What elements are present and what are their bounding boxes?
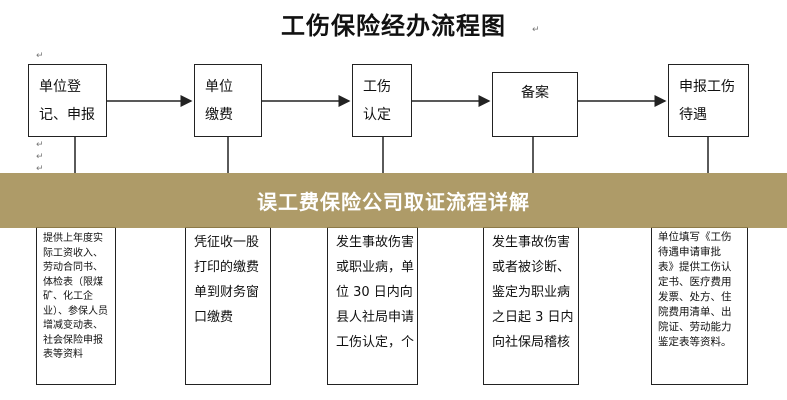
detail-box-filing: 发生事故伤害 或者被诊断、 鉴定为职业病 之日起 3 日内 向社保局稽核 — [483, 227, 579, 385]
detail-line: 单到财务窗 — [194, 285, 260, 300]
detail-box-benefit-claim: 单位填写《工伤 待遇申请审批 表》提供工伤认 定书、医疗费用 发票、处方、住 院… — [651, 227, 748, 385]
detail-box-injury-recognition: 发生事故伤害 或职业病，单 位 30 日内向 县人社局申请 工伤认定，个 — [327, 227, 418, 385]
detail-line: 矿、化工企 — [43, 291, 93, 302]
detail-line: 表等资料 — [43, 349, 83, 360]
detail-line: 打印的缴费 — [194, 260, 260, 275]
step-box-payment: 单位 缴费 — [194, 64, 262, 137]
step-label: 备案 — [521, 85, 549, 101]
detail-line: 发票、处方、住 — [658, 291, 732, 303]
step-label: 认定 — [363, 107, 391, 123]
step-label: 工伤 — [363, 79, 391, 95]
detail-line: 工伤认定，个 — [336, 335, 415, 350]
detail-line: 提供上年度实 — [43, 233, 103, 244]
detail-line: 之日起 3 日内 — [492, 310, 574, 325]
detail-line: 发生事故伤害 — [492, 235, 571, 250]
detail-line: 表》提供工伤认 — [658, 261, 732, 273]
step-label: 申报工伤 — [679, 79, 735, 95]
detail-line: 院证、劳动能力 — [658, 321, 732, 333]
step-box-filing: 备案 — [492, 72, 578, 137]
step-label: 单位 — [205, 79, 233, 95]
step-box-benefit-claim: 申报工伤 待遇 — [668, 64, 749, 137]
paragraph-mark-icon: ↵ — [36, 140, 44, 150]
step-box-injury-recognition: 工伤 认定 — [352, 64, 412, 137]
paragraph-mark-icon: ↵ — [36, 51, 44, 61]
detail-line: 位 30 日内向 — [336, 285, 413, 300]
detail-line: 向社保局稽核 — [492, 335, 571, 350]
detail-line: 鉴定表等资料。 — [658, 336, 732, 348]
step-label: 缴费 — [205, 107, 233, 123]
detail-line: 发生事故伤害 — [336, 235, 415, 250]
detail-line: 增减变动表、 — [43, 320, 103, 331]
step-label: 单位登 — [39, 79, 81, 95]
detail-line: 凭征收一股 — [194, 235, 260, 250]
paragraph-mark-icon: ↵ — [36, 164, 44, 174]
detail-line: 社会保险申报 — [43, 334, 103, 346]
detail-line: 县人社局申请 — [336, 310, 415, 325]
detail-line: 单位填写《工伤 — [658, 231, 732, 243]
detail-line: 口缴费 — [194, 310, 234, 325]
detail-line: 际工资收入、 — [43, 247, 103, 259]
overlay-banner-text: 误工费保险公司取证流程详解 — [257, 190, 530, 214]
paragraph-mark-icon: ↵ — [532, 25, 540, 35]
detail-line: 院费用清单、出 — [658, 306, 732, 318]
detail-line: 定书、医疗费用 — [658, 276, 732, 288]
detail-box-payment: 凭征收一股 打印的缴费 单到财务窗 口缴费 — [185, 227, 271, 385]
detail-line: 劳动合同书、 — [43, 262, 103, 273]
step-label: 记、申报 — [39, 107, 95, 123]
paragraph-mark-icon: ↵ — [36, 152, 44, 162]
step-label: 待遇 — [679, 107, 707, 123]
overlay-banner: 误工费保险公司取证流程详解 — [0, 173, 787, 228]
detail-line: 或者被诊断、 — [492, 260, 571, 275]
detail-box-registration: 提供上年度实 际工资收入、 劳动合同书、 体检表（限煤 矿、化工企 业）、参保人… — [36, 227, 116, 385]
detail-line: 鉴定为职业病 — [492, 285, 571, 300]
step-box-registration: 单位登 记、申报 — [28, 64, 107, 137]
detail-line: 待遇申请审批 — [658, 246, 721, 258]
detail-line: 体检表（限煤 — [43, 276, 103, 288]
detail-line: 或职业病，单 — [336, 260, 415, 275]
page-title: 工伤保险经办流程图 — [281, 12, 506, 40]
detail-line: 业）、参保人员 — [43, 305, 108, 317]
